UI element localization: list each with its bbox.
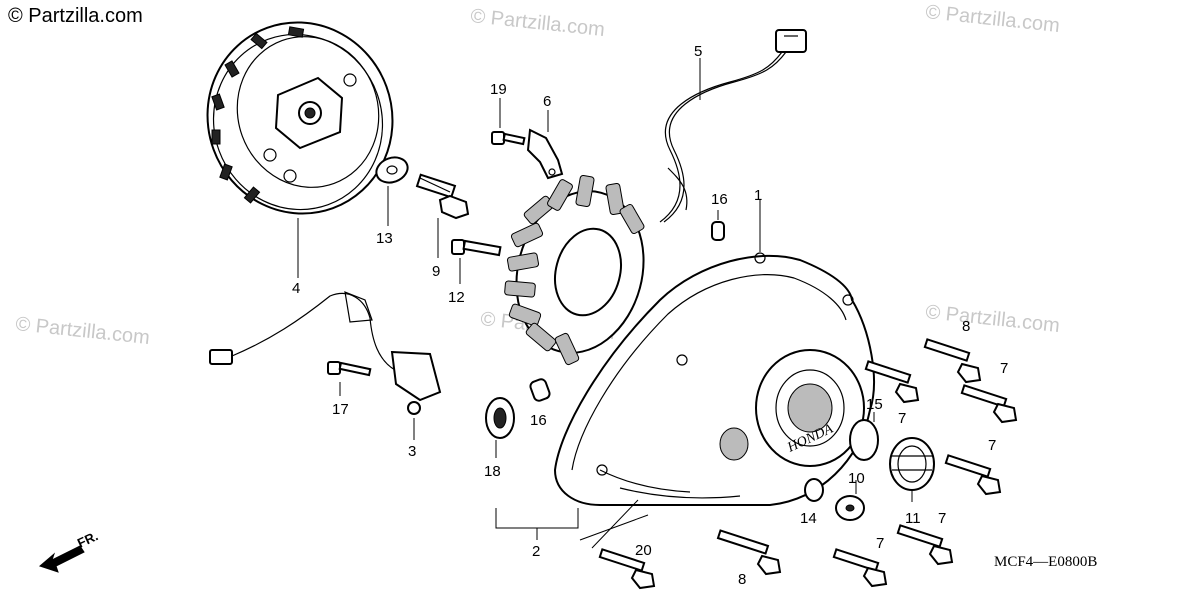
front-direction-label: FR. — [75, 528, 100, 550]
callout-7-b: 7 — [898, 410, 906, 427]
callout-14: 14 — [800, 510, 817, 527]
callout-5: 5 — [694, 43, 702, 60]
callout-7-e: 7 — [876, 535, 884, 552]
callout-19: 19 — [490, 81, 507, 98]
stator-coil — [504, 174, 645, 366]
wire-clamp-6 — [526, 110, 564, 180]
cap-11 — [889, 437, 935, 502]
callout-13: 13 — [376, 230, 393, 247]
callout-16-upper: 16 — [711, 191, 728, 208]
plug-10 — [835, 480, 865, 521]
bolt-19 — [491, 98, 526, 146]
bearing-18 — [485, 397, 515, 458]
watermark-top-right: © Partzilla.com — [924, 1, 1060, 37]
o-ring-15 — [849, 412, 879, 461]
bolt-17 — [327, 361, 372, 396]
front-direction-arrow: FR. — [39, 528, 100, 573]
callout-20: 20 — [635, 542, 652, 559]
callout-7-a: 7 — [1000, 360, 1008, 377]
bolt-7-a — [864, 360, 920, 404]
callout-17: 17 — [332, 401, 349, 418]
stator-wire-harness-5 — [659, 29, 807, 223]
o-ring-14 — [804, 478, 824, 502]
callout-3: 3 — [408, 443, 416, 460]
bolt-7-c — [944, 454, 1002, 496]
callout-4: 4 — [292, 280, 300, 297]
pulse-generator-3 — [209, 291, 442, 440]
bolt-8-lower — [716, 529, 782, 576]
left-crankcase-cover-1: HONDA — [553, 200, 875, 506]
watermark-top-center: © Partzilla.com — [469, 5, 605, 41]
callout-7-c: 7 — [988, 437, 996, 454]
callout-7-d: 7 — [938, 510, 946, 527]
watermark-mid-left: © Partzilla.com — [14, 313, 150, 349]
stator-bolt-12 — [451, 239, 502, 284]
watermark-top-left: © Partzilla.com — [8, 5, 143, 27]
callout-11: 11 — [905, 510, 921, 527]
callout-10: 10 — [848, 470, 865, 487]
flywheel-bolt-9 — [415, 173, 470, 258]
callout-12: 12 — [448, 289, 465, 306]
diagram-code: MCF4—E0800B — [994, 554, 1097, 570]
dowel-pin-16-upper — [711, 210, 725, 241]
callout-8-upper: 8 — [962, 318, 970, 335]
callout-9: 9 — [432, 263, 440, 280]
callout-1: 1 — [754, 187, 762, 204]
callout-16-lower: 16 — [530, 412, 547, 429]
bolt-8-upper — [923, 338, 982, 384]
flywheel-rotor — [206, 21, 394, 278]
callout-18: 18 — [484, 463, 501, 480]
callout-2: 2 — [532, 543, 540, 560]
bolt-7-b — [960, 384, 1018, 424]
washer-13 — [375, 156, 409, 226]
bolt-20 — [598, 548, 656, 590]
bolt-7-d — [896, 524, 954, 566]
callout-6: 6 — [543, 93, 551, 110]
leader-part-2 — [495, 499, 649, 549]
dowel-pin-16-lower — [529, 378, 551, 402]
callout-8-lower: 8 — [738, 571, 746, 588]
callout-15: 15 — [866, 396, 883, 413]
bolt-7-e — [832, 548, 888, 588]
watermark-mid-right: © Partzilla.com — [924, 301, 1060, 337]
